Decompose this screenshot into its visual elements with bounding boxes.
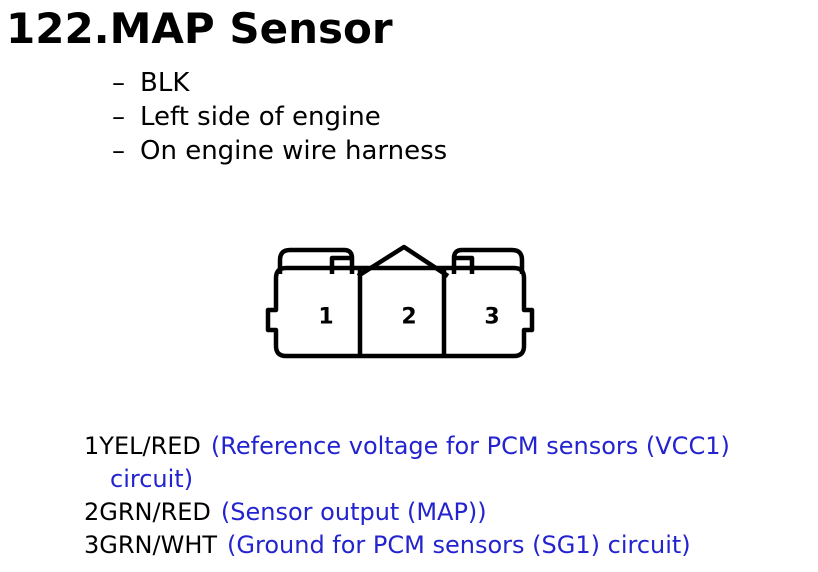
detail-item-location: –Left side of engine [112, 100, 447, 134]
pin-number: 2 [84, 498, 100, 526]
detail-text: On engine wire harness [140, 136, 448, 166]
pinout-row-2: 2GRN/RED (Sensor output (MAP)) [84, 496, 730, 529]
wire-color: GRN/RED [99, 498, 211, 526]
detail-text: BLK [140, 68, 190, 98]
right-latch [451, 247, 525, 274]
detail-item-mounting: –On engine wire harness [112, 134, 447, 168]
connector-diagram: 1 2 3 [265, 244, 535, 359]
pin-description: (Reference voltage for PCM sensors (VCC1… [210, 432, 730, 460]
pin-label-1: 1 [318, 305, 333, 330]
pin-label-3: 3 [484, 305, 499, 330]
pinout-row-3: 3GRN/WHT (Ground for PCM sensors (SG1) ci… [84, 529, 730, 562]
pinout-row-1: 1YEL/RED (Reference voltage for PCM senso… [84, 430, 730, 463]
pin-number: 1 [84, 432, 100, 460]
pin-description: (Ground for PCM sensors (SG1) circuit) [227, 531, 691, 559]
wire-color: YEL/RED [99, 432, 201, 460]
detail-text: Left side of engine [140, 102, 381, 132]
wire-color: GRN/WHT [99, 531, 218, 559]
dash-bullet: – [112, 102, 125, 132]
connector-details-list: –BLK –Left side of engine –On engine wir… [112, 66, 447, 168]
center-key [356, 244, 450, 278]
pin-number: 3 [84, 531, 100, 559]
pin-description: (Sensor output (MAP)) [220, 498, 487, 526]
pinout-row-1-continuation: circuit) [84, 463, 730, 496]
dash-bullet: – [112, 68, 125, 98]
pin-description-continuation: circuit) [110, 465, 194, 493]
left-latch [277, 247, 355, 274]
dash-bullet: – [112, 136, 125, 166]
pin-label-2: 2 [401, 305, 416, 330]
right-latch-tab [454, 255, 475, 274]
pinout-list: 1YEL/RED (Reference voltage for PCM senso… [84, 430, 730, 562]
page-title: 122.MAP Sensor [6, 4, 393, 53]
detail-item-color: –BLK [112, 66, 447, 100]
left-latch-tab [329, 255, 352, 274]
connector-housing-outline [265, 265, 535, 359]
